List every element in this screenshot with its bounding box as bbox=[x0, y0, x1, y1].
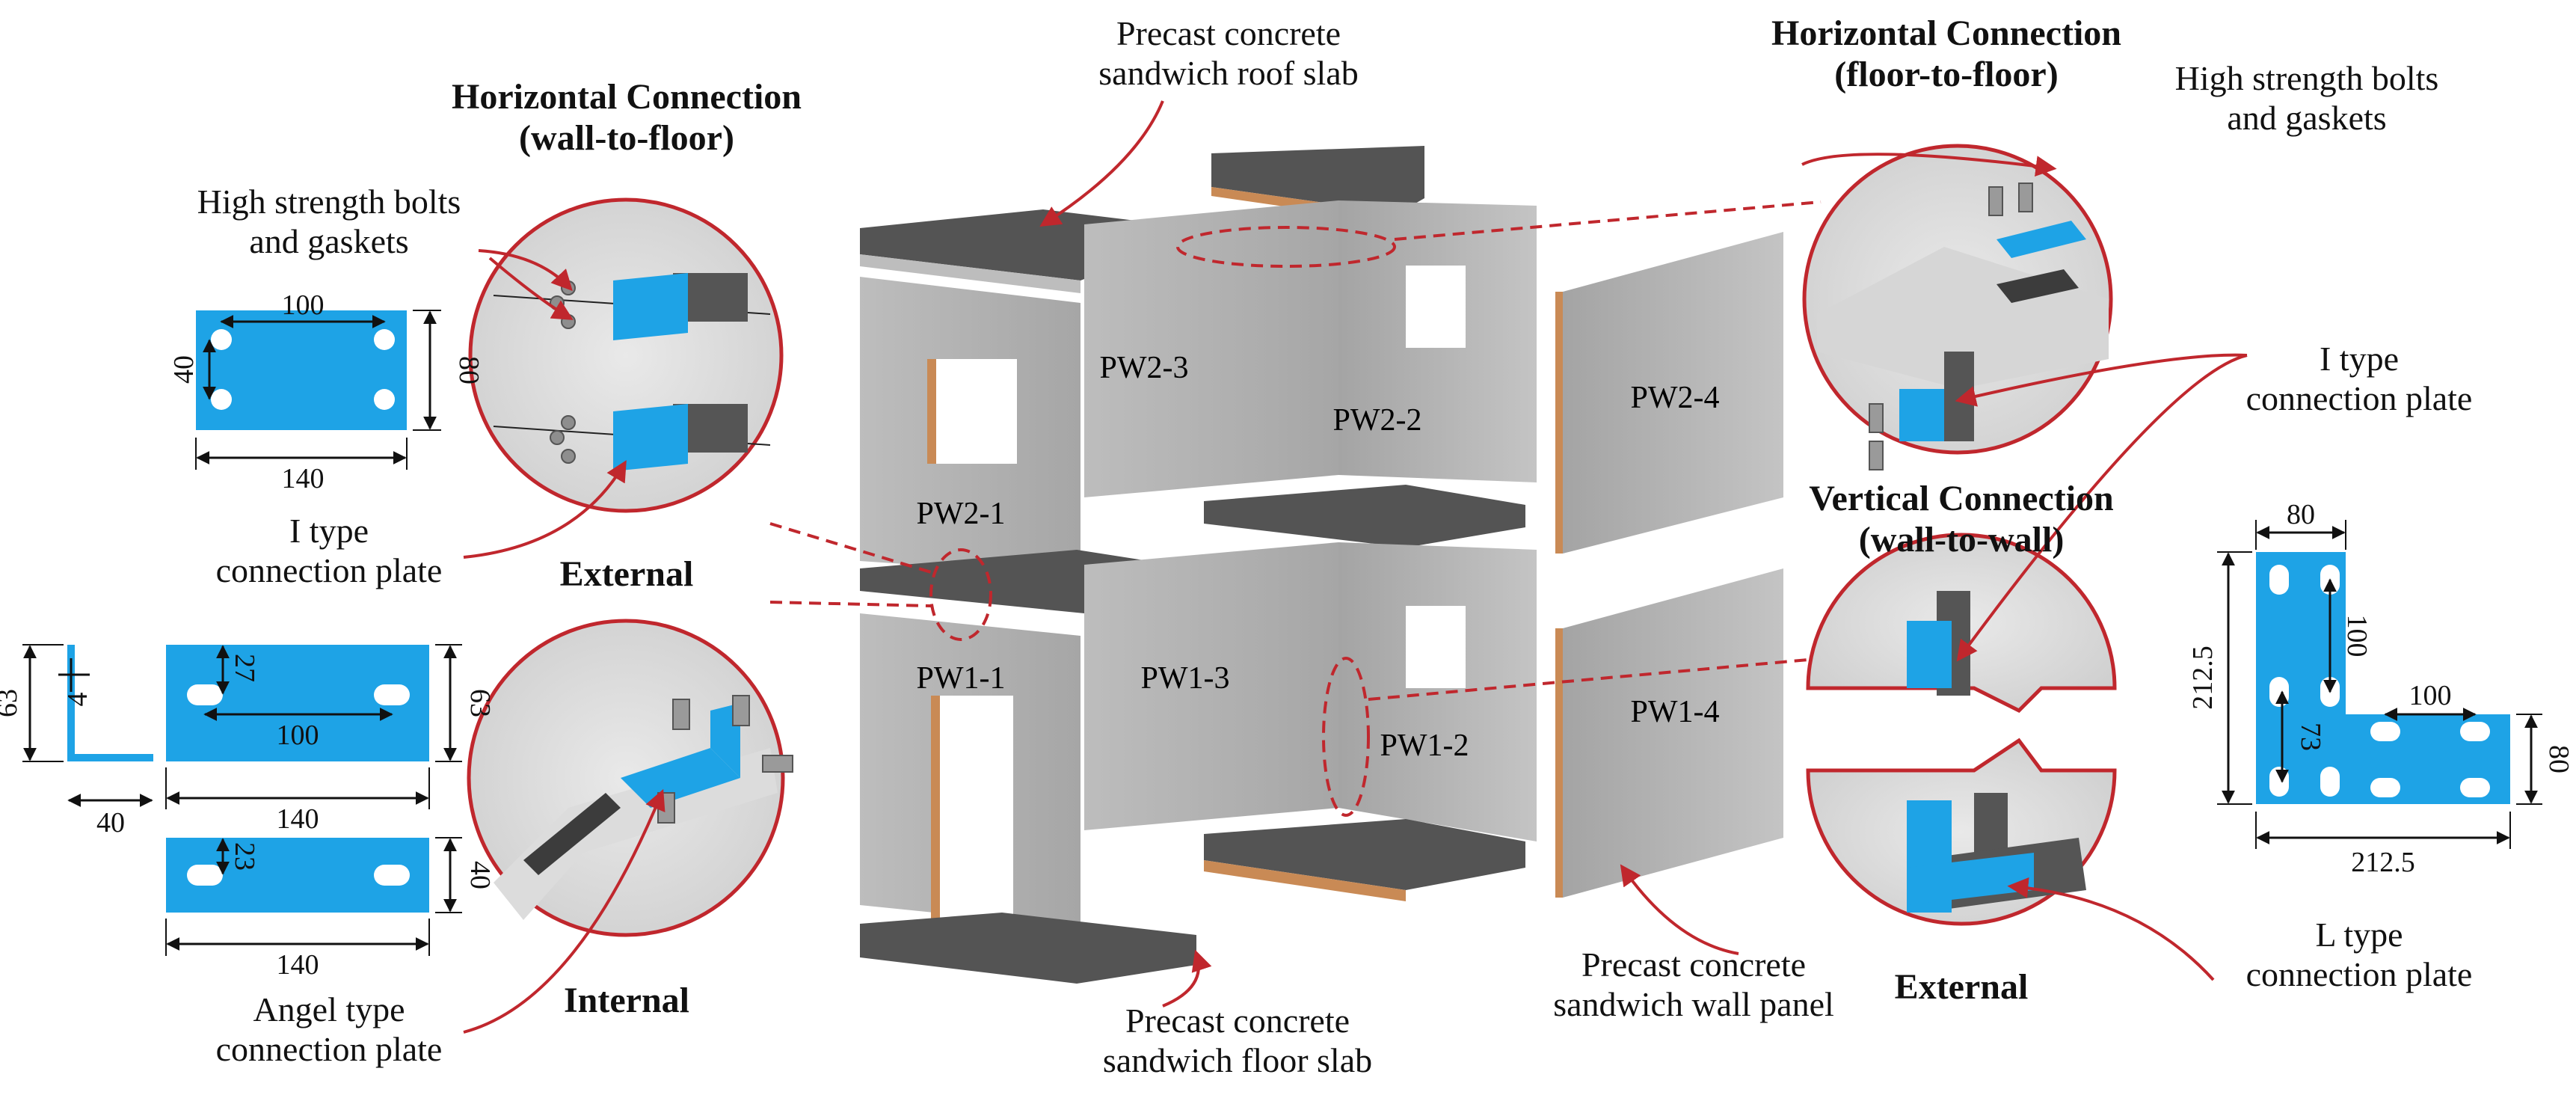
roof-slab-line2: sandwich roof slab bbox=[1098, 54, 1358, 92]
detail-circle-floor-to-floor bbox=[1802, 144, 2113, 470]
dim-l-top: 80 bbox=[2287, 499, 2315, 530]
angel-plate-line2: connection plate bbox=[216, 1030, 443, 1068]
text-labels: Horizontal Connection (wall-to-floor) Hi… bbox=[197, 13, 2473, 1079]
bolts-right-line2: and gaskets bbox=[2227, 99, 2386, 137]
dim-angle-small-off: 23 bbox=[229, 842, 260, 871]
dim-i-height: 80 bbox=[453, 356, 485, 384]
dim-i-hole-v: 40 bbox=[168, 355, 200, 384]
floor-slab-line2: sandwich floor slab bbox=[1103, 1041, 1372, 1079]
leader-arrows bbox=[463, 100, 2248, 1034]
wall-pw1-4 bbox=[1563, 568, 1783, 898]
structure-model bbox=[860, 146, 1783, 984]
label-pw1-1: PW1-1 bbox=[917, 661, 1006, 696]
dim-angle-t: 4 bbox=[62, 693, 93, 707]
roof-slab-line1: Precast concrete bbox=[1116, 14, 1341, 52]
detail-circle-wall-to-floor bbox=[468, 197, 784, 513]
label-pw1-2: PW1-2 bbox=[1380, 729, 1469, 763]
dashed-callouts bbox=[769, 200, 1825, 817]
wall-pw1-3 bbox=[1084, 542, 1338, 830]
dim-angle-small-w: 140 bbox=[277, 949, 319, 981]
label-pw2-1: PW2-1 bbox=[917, 497, 1006, 531]
dim-l-off: 73 bbox=[2295, 723, 2326, 751]
title-vertical-wall-wall: Vertical Connection bbox=[1809, 479, 2114, 518]
dim-angle-span: 100 bbox=[277, 720, 319, 751]
ground-slab-left bbox=[860, 913, 1196, 984]
angel-plate-line1: Angel type bbox=[253, 990, 405, 1028]
ellipse-roof-joint bbox=[1176, 226, 1396, 268]
label-internal: Internal bbox=[564, 981, 689, 1020]
detail-circle-wall-to-wall bbox=[1806, 533, 2117, 926]
subtitle-wall-wall: (wall-to-wall) bbox=[1859, 520, 2065, 559]
roof-slab-right bbox=[1211, 146, 1424, 213]
label-pw1-4: PW1-4 bbox=[1631, 695, 1720, 729]
wall-pw2-3 bbox=[1084, 200, 1338, 497]
dim-angle-h: 63 bbox=[0, 689, 23, 717]
l-plate-line1: L type bbox=[2315, 916, 2403, 954]
dim-angle-big-w: 140 bbox=[277, 803, 319, 835]
l-plate-shape bbox=[2256, 552, 2510, 804]
i-plate-right-line2: connection plate bbox=[2246, 379, 2473, 417]
dim-l-leg: 80 bbox=[2543, 745, 2575, 773]
bolts-left-line1: High strength bolts bbox=[197, 183, 461, 221]
ellipse-wall-wall-joint bbox=[1322, 657, 1370, 817]
i-plate-right-line1: I type bbox=[2320, 340, 2399, 378]
title-horizontal-floor-floor: Horizontal Connection bbox=[1771, 13, 2121, 53]
i-plate-left-line2: connection plate bbox=[216, 551, 443, 589]
l-plate-drawing bbox=[2217, 520, 2542, 849]
label-pw2-4: PW2-4 bbox=[1631, 381, 1720, 415]
wall-panel-line2: sandwich wall panel bbox=[1553, 985, 1834, 1023]
dim-l-vspan: 100 bbox=[2341, 615, 2373, 657]
bolts-right-line1: High strength bolts bbox=[2175, 59, 2439, 97]
label-external-left: External bbox=[560, 554, 694, 594]
dim-i-span: 100 bbox=[282, 289, 325, 321]
i-plate-drawing bbox=[195, 310, 441, 470]
dim-angle-small-h: 40 bbox=[464, 861, 496, 889]
label-pw2-2: PW2-2 bbox=[1333, 403, 1422, 438]
subtitle-floor-floor: (floor-to-floor) bbox=[1834, 55, 2058, 94]
floor-slab-mid bbox=[1204, 485, 1525, 548]
title-horizontal-wall-floor: Horizontal Connection bbox=[452, 77, 802, 117]
floor-slab-line1: Precast concrete bbox=[1125, 1002, 1350, 1040]
wall-panel-line1: Precast concrete bbox=[1581, 945, 1806, 984]
wall-pw2-4 bbox=[1563, 232, 1783, 554]
dim-angle-big-h: 63 bbox=[464, 689, 496, 717]
dim-l-total-w: 212.5 bbox=[2351, 847, 2415, 878]
i-plate-shape bbox=[196, 310, 407, 430]
dim-angle-w: 40 bbox=[96, 807, 125, 838]
ellipse-wall-floor-joint bbox=[929, 548, 992, 641]
subtitle-wall-floor: (wall-to-floor) bbox=[519, 118, 734, 158]
i-plate-left-line1: I type bbox=[289, 512, 369, 550]
label-pw1-3: PW1-3 bbox=[1141, 661, 1230, 696]
dim-angle-off: 27 bbox=[229, 654, 260, 682]
angle-plate-drawing bbox=[22, 644, 462, 956]
dim-l-hspan: 100 bbox=[2409, 680, 2452, 711]
l-plate-line2: connection plate bbox=[2246, 955, 2473, 993]
dim-i-width: 140 bbox=[282, 463, 325, 494]
bolts-left-line2: and gaskets bbox=[249, 222, 408, 260]
label-external-right: External bbox=[1895, 967, 2029, 1007]
label-pw2-3: PW2-3 bbox=[1100, 351, 1189, 385]
ground-slab-mid bbox=[1204, 819, 1525, 890]
dim-l-total-h: 212.5 bbox=[2187, 646, 2219, 710]
dimension-numbers: 100 140 80 40 63 4 40 27 100 63 140 23 4… bbox=[0, 289, 2575, 981]
detail-circle-internal bbox=[467, 619, 793, 937]
